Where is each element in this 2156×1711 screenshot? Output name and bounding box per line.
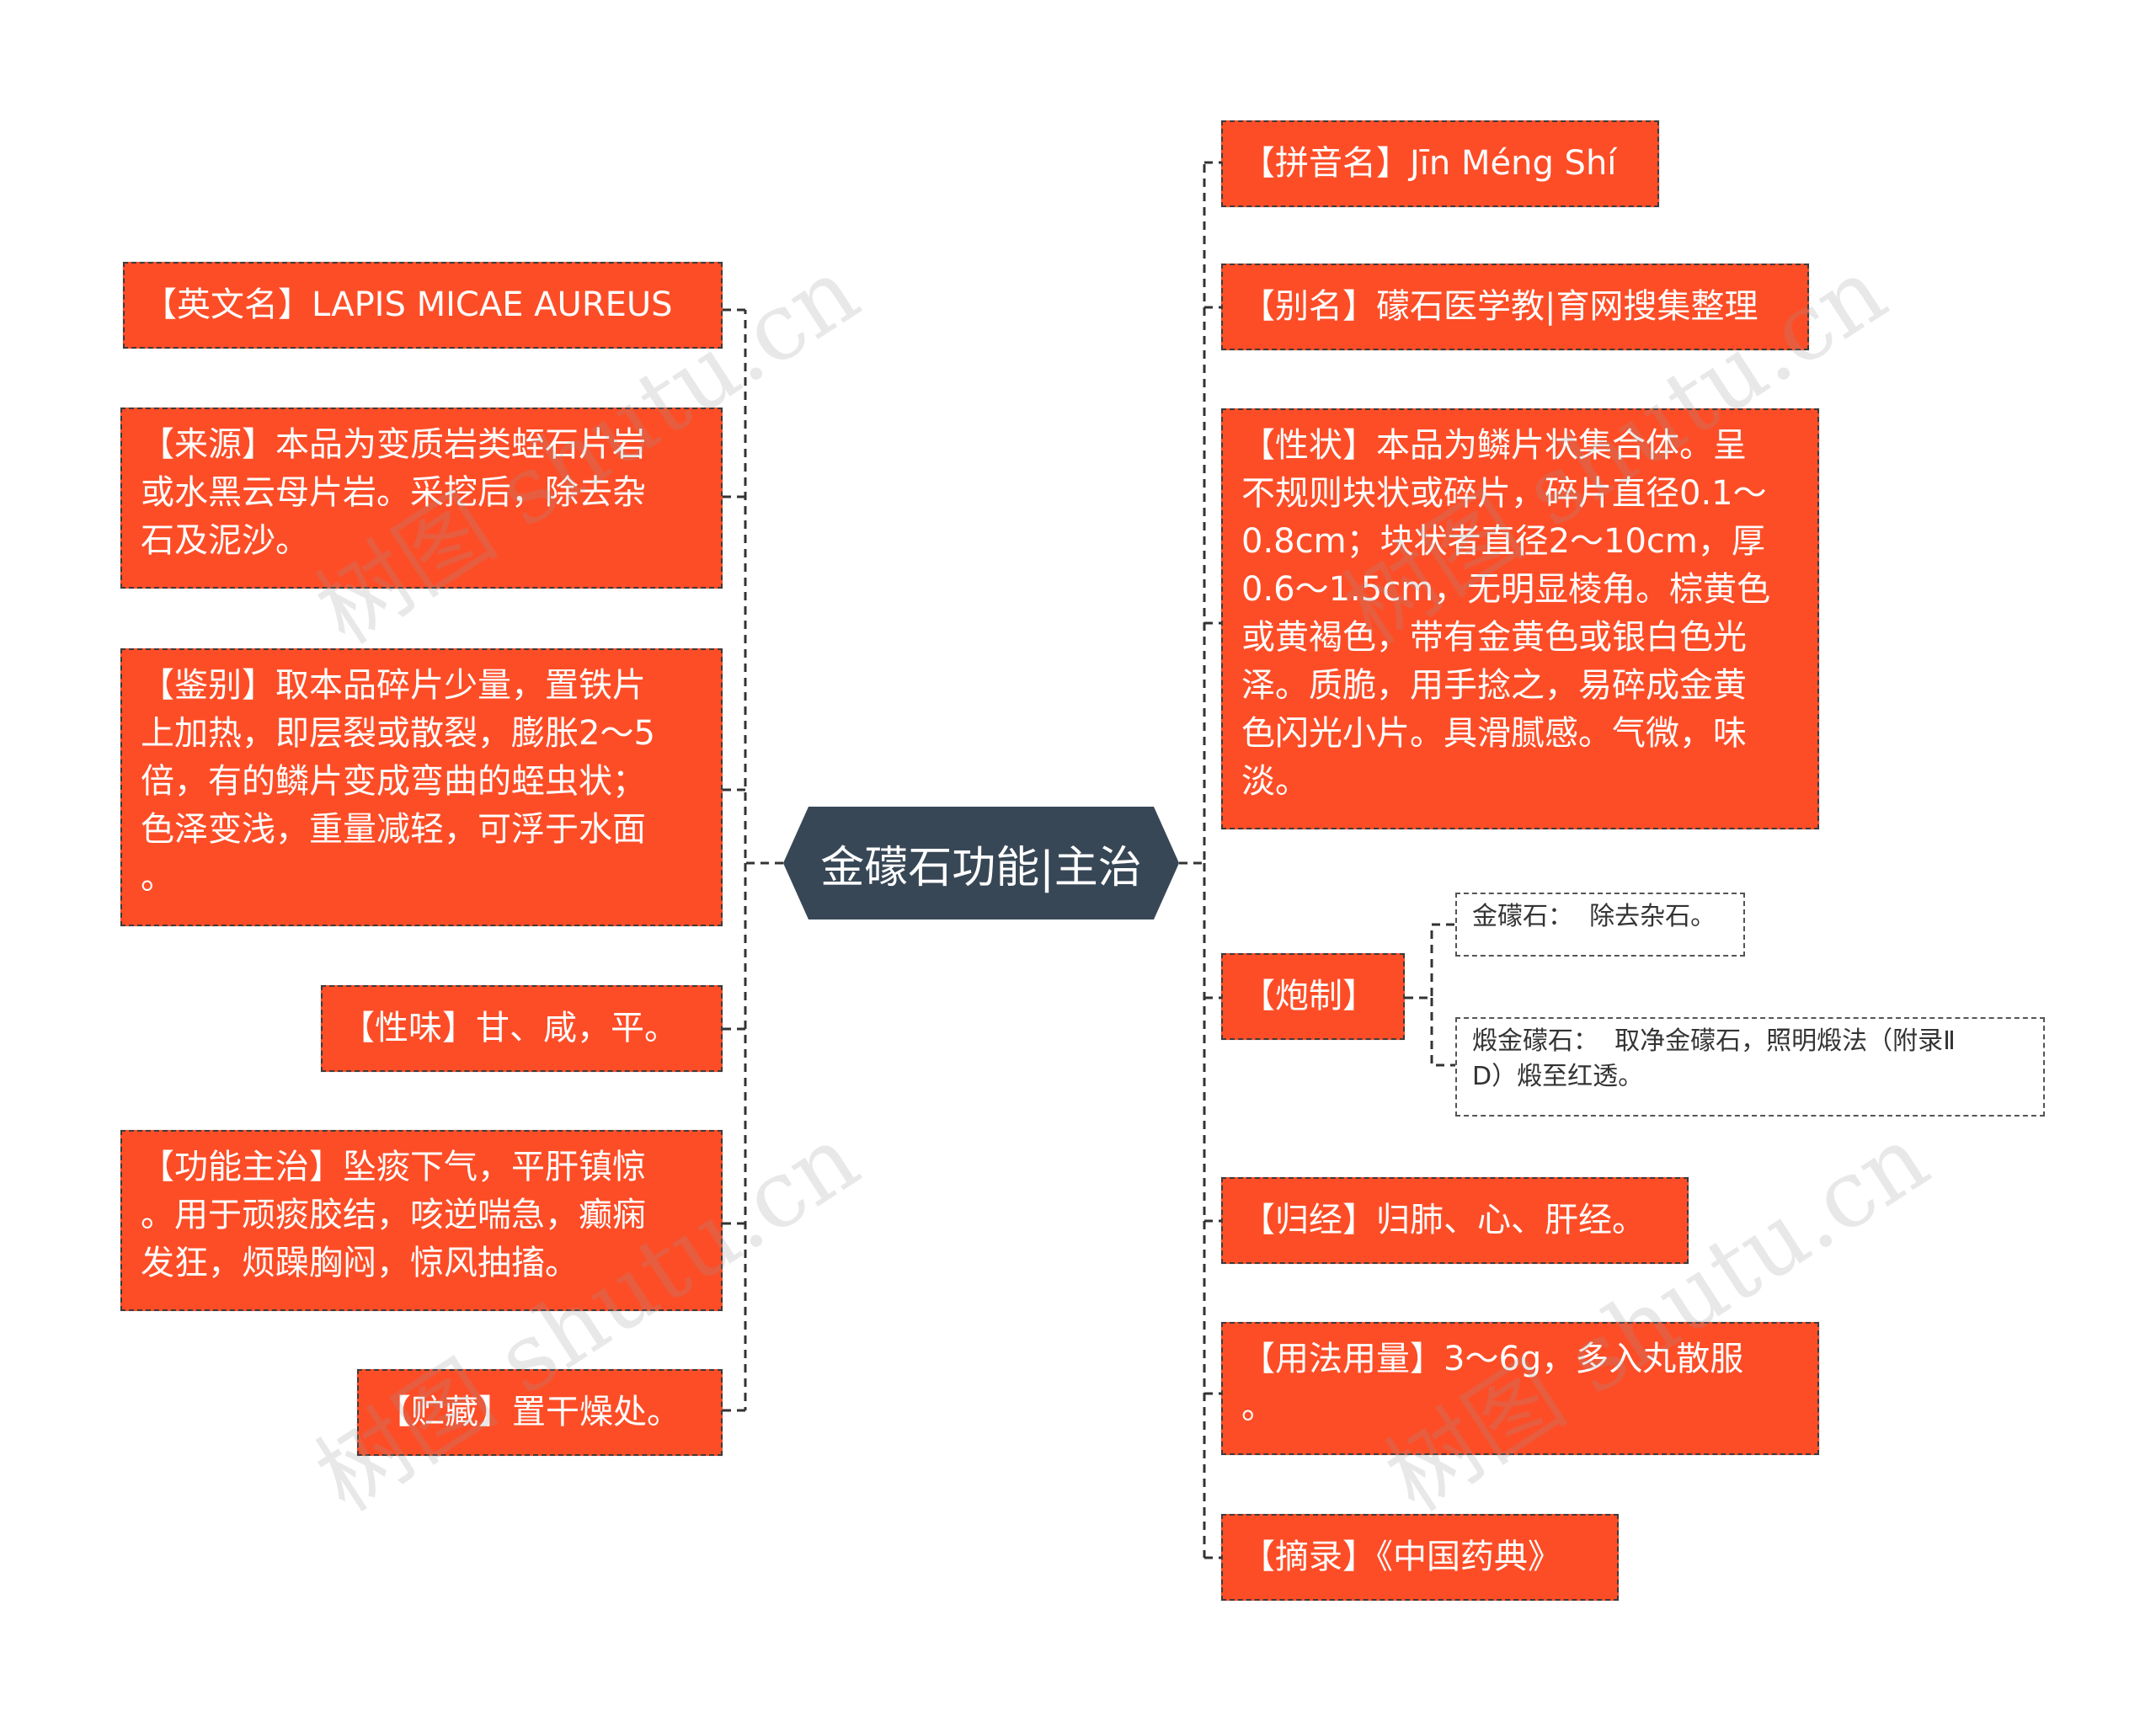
node-excerpt[interactable]: 【摘录】《中国药典》 [1221, 1514, 1619, 1601]
central-topic[interactable]: 金礞石功能|主治 [820, 842, 1142, 893]
node-storage[interactable]: 【贮藏】置干燥处。 [357, 1369, 723, 1456]
node-identification[interactable]: 【鉴别】取本品碎片少量，置铁片 上加热，即层裂或散裂，膨胀2～5 倍，有的鳞片变… [120, 648, 723, 926]
node-english-name[interactable]: 【英文名】LAPIS MICAE AUREUS [123, 262, 723, 349]
node-processing[interactable]: 【炮制】 [1221, 953, 1405, 1040]
node-source[interactable]: 【来源】本品为变质岩类蛭石片岩 或水黑云母片岩。采挖后，除去杂 石及泥沙。 [120, 408, 723, 589]
processing-sub-line [1405, 923, 1455, 1067]
node-taste[interactable]: 【性味】甘、咸，平。 [321, 985, 723, 1072]
watermark: 树图 shutu.cn [1368, 1104, 1946, 1532]
right-trunk-line [1179, 163, 1206, 1558]
processing-child-jinmengshi[interactable]: 金礞石： 除去杂石。 [1455, 893, 1745, 957]
node-meridian[interactable]: 【归经】归肺、心、肝经。 [1221, 1177, 1689, 1264]
node-alias[interactable]: 【别名】礞石医学教|育网搜集整理 [1221, 264, 1809, 350]
node-character[interactable]: 【性状】本品为鳞片状集合体。呈 不规则块状或碎片，碎片直径0.1～ 0.8cm；… [1221, 408, 1819, 829]
node-dosage[interactable]: 【用法用量】3～6g，多入丸散服 。 [1221, 1322, 1819, 1455]
left-trunk-line [744, 310, 783, 1410]
node-function[interactable]: 【功能主治】坠痰下气，平肝镇惊 。用于顽痰胶结，咳逆喘急，癫痫 发狂，烦躁胸闷，… [120, 1130, 723, 1311]
node-pinyin[interactable]: 【拼音名】Jīn Méng Shí [1221, 120, 1659, 207]
processing-child-duan-jinmengshi[interactable]: 煅金礞石： 取净金礞石，照明煅法（附录Ⅱ D）煅至红透。 [1455, 1017, 2045, 1117]
